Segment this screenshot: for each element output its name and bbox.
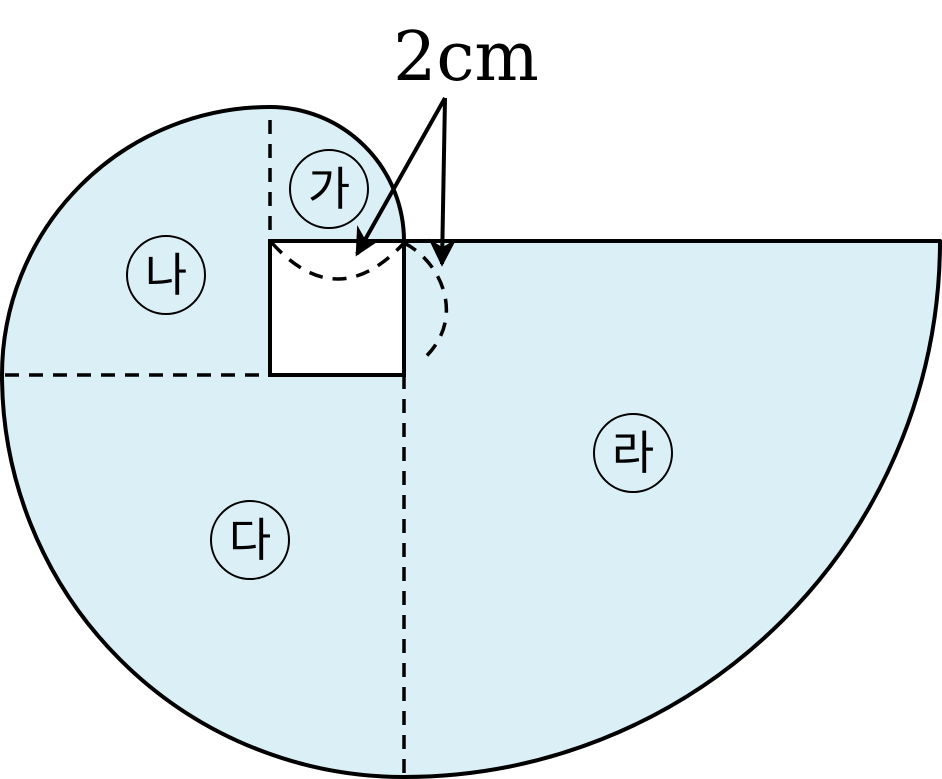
measure-arrows (355, 97, 457, 267)
arrow-right (428, 97, 457, 267)
arrow-left (355, 97, 447, 257)
measure-label: 2cm (393, 18, 539, 97)
region-label-na: 나 (126, 235, 206, 315)
dashed-arc-outer (403, 241, 449, 364)
spiral-shape (0, 105, 942, 779)
svg-text:나: 나 (145, 248, 187, 302)
region-label-da: 다 (210, 500, 290, 580)
region-label-ga: 가 (289, 149, 369, 229)
svg-text:라: 라 (612, 426, 654, 480)
dashed-arc-inner (270, 241, 406, 281)
svg-text:다: 다 (229, 513, 271, 567)
svg-text:가: 가 (308, 162, 350, 216)
region-label-ra: 라 (593, 413, 673, 493)
dashed-dividers (5, 120, 449, 777)
